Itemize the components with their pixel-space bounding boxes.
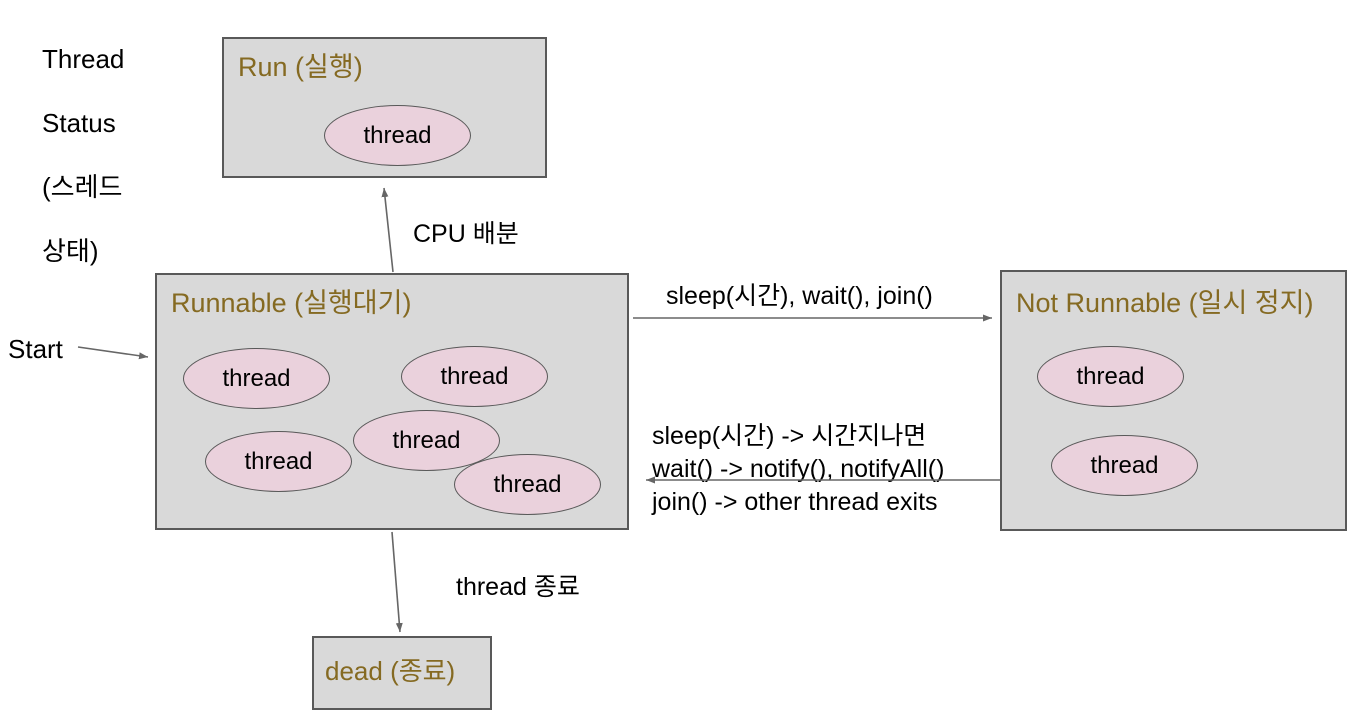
diagram-title-line: 상태) xyxy=(42,236,99,266)
run-state-box: Run (실행) thread xyxy=(222,37,547,178)
thread-ellipse: thread xyxy=(324,105,471,166)
cpu-dispatch-label: CPU 배분 xyxy=(413,220,519,248)
runnable-state-title: Runnable (실행대기) xyxy=(171,288,412,318)
not-runnable-state-title: Not Runnable (일시 정지) xyxy=(1016,288,1314,318)
diagram-title-line: Thread xyxy=(42,44,125,74)
suspend-edge-label: sleep(시간), wait(), join() xyxy=(666,282,933,310)
dead-state-title: dead (종료) xyxy=(325,656,456,686)
thread-ellipse: thread xyxy=(401,346,548,407)
runnable-state-box: Runnable (실행대기) thread thread thread thr… xyxy=(155,273,629,530)
start-label: Start xyxy=(8,334,63,364)
thread-ellipse: thread xyxy=(1037,346,1184,407)
diagram-title-line: (스레드 xyxy=(42,172,123,202)
resume-edge-line: join() -> other thread exits xyxy=(652,488,938,516)
diagram-title-line: Status xyxy=(42,108,116,138)
resume-edge-line: sleep(시간) -> 시간지나면 xyxy=(652,422,927,450)
resume-edge-line: wait() -> notify(), notifyAll() xyxy=(652,455,945,483)
not-runnable-state-box: Not Runnable (일시 정지) thread thread xyxy=(1000,270,1347,531)
thread-ellipse: thread xyxy=(1051,435,1198,496)
thread-ellipse: thread xyxy=(353,410,500,471)
start-arrow xyxy=(77,346,149,360)
thread-ellipse: thread xyxy=(454,454,601,515)
dead-state-box: dead (종료) xyxy=(312,636,492,710)
run-state-title: Run (실행) xyxy=(238,52,363,82)
thread-ellipse: thread xyxy=(183,348,330,409)
cpu-dispatch-arrow xyxy=(381,187,394,273)
thread-ellipse: thread xyxy=(205,431,352,492)
resume-edge-label: sleep(시간) -> 시간지나면 wait() -> notify(), n… xyxy=(652,420,944,519)
diagram-title-note: Thread Status (스레드 상태) xyxy=(42,11,124,299)
terminate-edge-label: thread 종료 xyxy=(456,573,580,601)
terminate-arrow xyxy=(391,531,403,633)
